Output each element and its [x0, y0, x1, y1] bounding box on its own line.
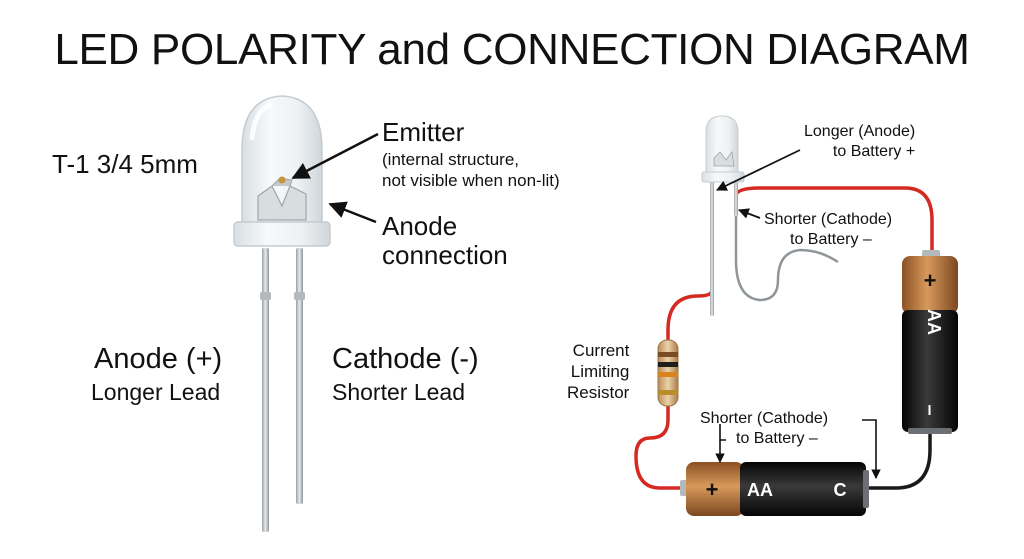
led-lens — [233, 95, 331, 247]
emitter-label: Emitter — [382, 117, 465, 147]
resistor-line2: Limiting — [570, 362, 630, 381]
cathode-lead — [294, 248, 305, 504]
red-wire-left — [666, 288, 714, 344]
small-led — [701, 115, 745, 316]
emitter-structure — [257, 176, 307, 221]
emitter-note: (internal structure, not visible when no… — [382, 149, 560, 191]
longer-lead-pointer — [716, 149, 801, 191]
emitter-note-line1: (internal structure, — [382, 150, 519, 169]
large-led — [233, 95, 331, 532]
emitter-note-line2: not visible when non-lit) — [382, 171, 560, 190]
red-wire-top — [734, 186, 934, 257]
anode-connection-line1: Anode — [382, 211, 458, 241]
cathode-label: Cathode (-) — [332, 343, 479, 375]
horizontal-battery-plus: + — [706, 477, 719, 502]
anode-sublabel: Longer Lead — [91, 379, 221, 405]
resistor-label: Current Limiting Resistor — [567, 340, 629, 403]
shorter-lead-bottom-line1: Shorter (Cathode) — [700, 410, 829, 427]
battery-vertical — [902, 250, 958, 434]
anode-connection-line2: connection — [382, 240, 508, 270]
longer-lead-line2: to Battery + — [832, 143, 916, 160]
shorter-lead-pointer-left — [715, 424, 726, 463]
page-title: LED POLARITY and CONNECTION DIAGRAM — [54, 25, 970, 74]
longer-lead-label: Longer (Anode) to Battery + — [804, 122, 915, 162]
anode-lead — [260, 248, 271, 532]
current-limiting-resistor — [657, 339, 679, 407]
red-wire-bottom — [634, 402, 690, 490]
cathode-sublabel: Shorter Lead — [332, 379, 465, 405]
anode-connection-arrow — [328, 201, 377, 224]
vertical-battery-type: AA — [924, 309, 944, 335]
shorter-lead-wire — [734, 210, 839, 302]
package-label: T-1 3/4 5mm — [52, 149, 198, 179]
shorter-lead-top-line2: to Battery – — [790, 231, 872, 248]
anode-label: Anode (+) — [94, 343, 223, 375]
shorter-lead-top-line1: Shorter (Cathode) — [764, 211, 893, 228]
shorter-lead-top-label: Shorter (Cathode) to Battery – — [764, 210, 892, 250]
longer-lead-line1: Longer (Anode) — [804, 123, 916, 140]
battery-horizontal — [680, 462, 869, 516]
shorter-lead-pointer-right — [862, 419, 881, 479]
shorter-lead-pointer-top — [737, 208, 761, 219]
shorter-lead-bottom-line2: to Battery – — [736, 430, 818, 447]
horizontal-battery-type: AA — [747, 480, 773, 500]
horizontal-battery-end: C — [834, 480, 847, 500]
vertical-battery-minus: – — [919, 404, 941, 415]
resistor-line3: Resistor — [567, 383, 630, 402]
resistor-line1: Current — [572, 341, 630, 360]
shorter-lead-bottom-label: Shorter (Cathode) to Battery – — [700, 409, 828, 449]
anode-connection-label: Anode connection — [382, 212, 508, 270]
emitter-arrow — [291, 132, 379, 180]
vertical-battery-plus: + — [924, 268, 937, 293]
black-wire — [864, 430, 932, 490]
